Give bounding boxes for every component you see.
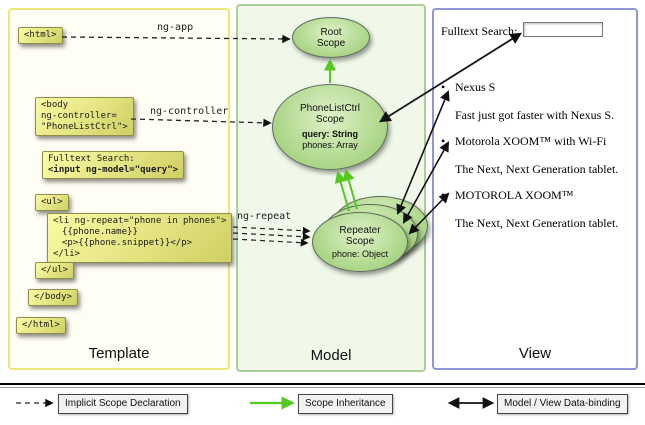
root-scope-ellipse: Root Scope — [292, 17, 370, 58]
phonelistctrl-scope-title: PhoneListCtrl Scope — [299, 103, 361, 125]
template-panel: Template — [8, 8, 230, 370]
code-line: <ul> — [41, 197, 63, 207]
code-li-repeat: <li ng-repeat="phone in phones"> {{phone… — [47, 213, 233, 263]
scope-prop-phone: phone: Object — [331, 248, 389, 259]
legend-separator-thick — [0, 383, 645, 385]
bullet-icon: • — [441, 188, 446, 202]
code-line: </html> — [22, 320, 60, 330]
code-html-open: <html> — [18, 27, 63, 44]
bullet-icon: • — [441, 134, 446, 148]
code-line: Fulltext Search: — [48, 154, 135, 164]
legend-data-binding: Model / View Data-binding — [497, 394, 628, 414]
code-line: ng-controller= — [41, 111, 117, 121]
phonelistctrl-scope-ellipse: PhoneListCtrl Scope query: String phones… — [272, 84, 388, 170]
code-line: <input ng-model="query"> — [48, 165, 179, 175]
model-panel-label: Model — [310, 347, 352, 364]
legend-separator-thin — [0, 387, 645, 388]
bullet-icon: • — [441, 80, 446, 94]
code-line: <li ng-repeat="phone in phones"> — [53, 216, 227, 226]
code-ul-close: </ul> — [35, 262, 75, 279]
legend-implicit-scope: Implicit Scope Declaration — [58, 394, 188, 414]
item-title: MOTOROLA XOOM™ — [455, 188, 574, 202]
repeater-scope-ellipse-front: Repeater Scope phone: Object — [312, 212, 408, 272]
scope-prop-phones: phones: Array — [302, 140, 358, 150]
item-title: Nexus S — [455, 80, 496, 94]
list-item: • MOTOROLA XOOM™ The Next, Next Generatio… — [441, 188, 633, 230]
code-line: </li> — [53, 249, 81, 259]
code-line: </ul> — [41, 265, 69, 275]
code-line: <body — [41, 100, 69, 110]
ng-controller-label: ng-controller — [150, 106, 229, 117]
code-html-close: </html> — [16, 317, 66, 334]
code-line: {{phone.name}} — [62, 227, 138, 237]
code-body-close: </body> — [28, 289, 78, 306]
root-scope-title: Root Scope — [316, 26, 346, 49]
code-line: <html> — [24, 30, 57, 40]
list-item: • Motorola XOOM™ with Wi-Fi The Next, Nex… — [441, 134, 633, 176]
scope-prop-query: query: String — [301, 129, 358, 139]
template-panel-label: Template — [88, 345, 150, 362]
item-title: Motorola XOOM™ with Wi-Fi — [455, 134, 607, 148]
code-line: <p>{{phone.snippet}}</p> — [62, 238, 193, 248]
model-panel: Model — [236, 4, 426, 372]
view-search-label: Fulltext Search: — [441, 24, 518, 38]
item-desc: The Next, Next Generation tablet. — [455, 216, 619, 230]
repeater-scope-title: Repeater Scope — [339, 224, 381, 247]
ng-app-label: ng-app — [157, 22, 194, 33]
list-item: • Nexus S Fast just got faster with Nexus… — [441, 80, 633, 122]
legend-scope-inheritance: Scope Inheritance — [298, 394, 393, 414]
code-line: </body> — [34, 292, 72, 302]
item-desc: Fast just got faster with Nexus S. — [455, 108, 614, 122]
ng-repeat-label: ng-repeat — [237, 211, 292, 222]
view-panel-label: View — [518, 345, 552, 362]
code-fulltext-search: Fulltext Search: <input ng-model="query"… — [42, 151, 185, 179]
code-line: "PhoneListCtrl"> — [41, 122, 128, 132]
code-ul-open: <ul> — [35, 194, 69, 211]
code-body-open: <body ng-controller= "PhoneListCtrl"> — [35, 97, 134, 136]
fulltext-search-input[interactable] — [523, 22, 603, 37]
item-desc: The Next, Next Generation tablet. — [455, 162, 619, 176]
